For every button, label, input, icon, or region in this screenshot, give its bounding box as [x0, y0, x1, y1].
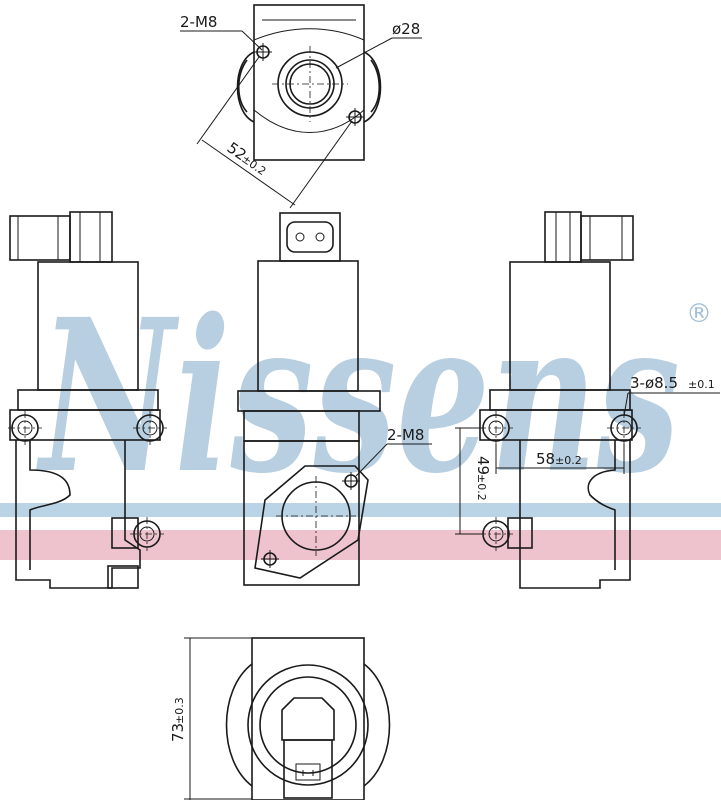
top-bore-label: ø28	[392, 20, 420, 38]
side-v-dim-tolerance: ±0.2	[475, 474, 488, 501]
top-spacing-tolerance: ±0.2	[239, 152, 268, 178]
watermark-stripe-blue	[0, 503, 721, 517]
front-view	[237, 212, 432, 586]
left-side-view	[8, 211, 167, 589]
side-h-dim-tolerance: ±0.2	[555, 454, 582, 467]
side-v-dim-label: 49	[474, 456, 492, 475]
right-side-view	[455, 211, 720, 589]
watermark-registered-mark: ®	[686, 299, 712, 329]
top-holes-label: 2-M8	[180, 13, 217, 31]
top-view	[180, 4, 422, 209]
side-holes-label: 3-ø8.5	[630, 374, 678, 392]
bottom-height-tolerance: ±0.3	[173, 697, 186, 724]
side-h-dim-label: 58	[536, 450, 555, 468]
bottom-height-label: 73	[169, 723, 187, 742]
watermark-stripe-pink	[0, 530, 721, 560]
bottom-view	[184, 637, 391, 800]
front-holes-label: 2-M8	[387, 426, 424, 444]
side-holes-tolerance: ±0.1	[688, 378, 715, 391]
watermark: Nissens ®	[0, 273, 721, 560]
